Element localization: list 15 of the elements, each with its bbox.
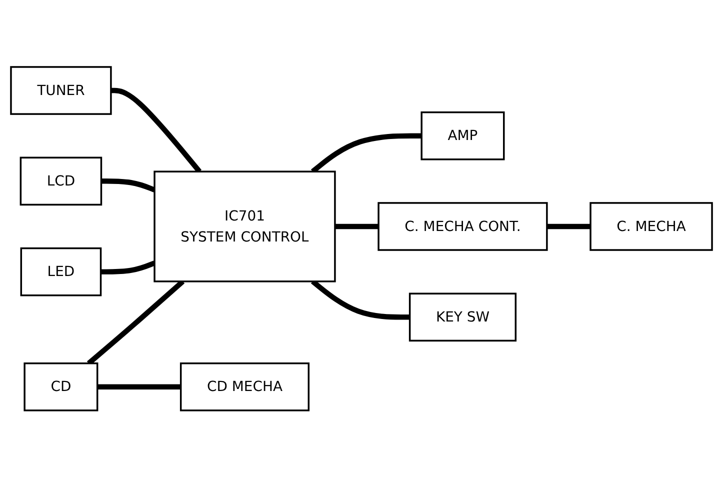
node-box: LCD [20, 156, 102, 206]
node-box: C. MECHA [590, 202, 713, 251]
connector [546, 224, 590, 229]
node-box: CD [24, 362, 98, 412]
node-box: LED [20, 247, 102, 296]
node-box: TUNER [10, 66, 112, 115]
node-box: KEY SW [408, 292, 517, 342]
node-box: C. MECHA CONT. [378, 202, 548, 251]
connector [97, 384, 181, 390]
node-box: CD MECHA [180, 362, 310, 412]
node-box: IC701 SYSTEM CONTROL [154, 170, 336, 282]
connector [100, 260, 156, 274]
connector [101, 178, 156, 192]
node-box: AMP [420, 111, 505, 160]
connector [334, 224, 379, 229]
